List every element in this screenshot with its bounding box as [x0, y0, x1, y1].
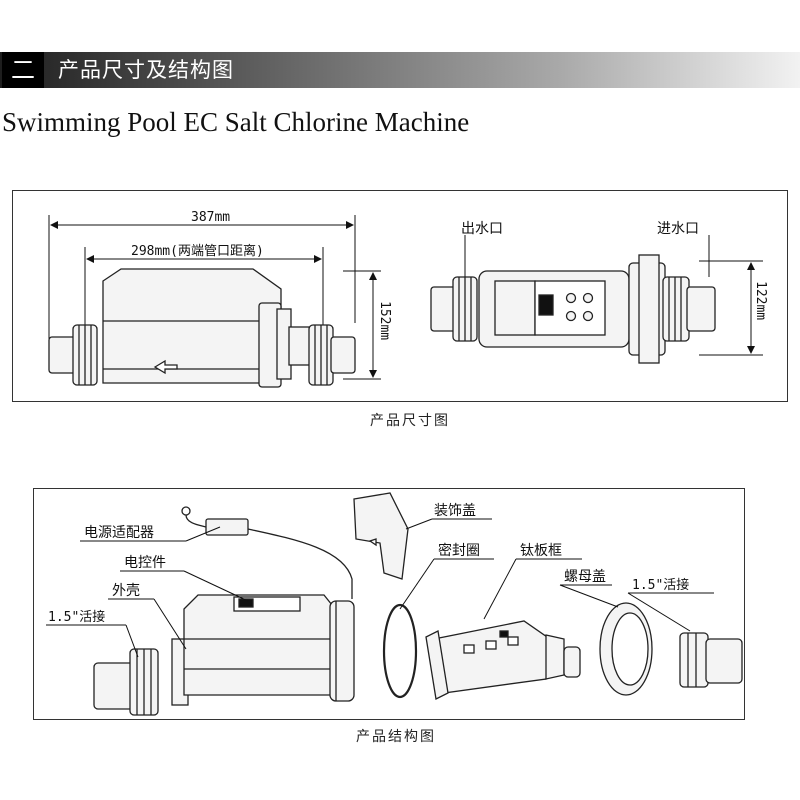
dimension-diagram-frame: 387mm 298mm(两端管口距离) 152mm — [12, 190, 788, 402]
inlet-label: 进水口 — [657, 221, 699, 237]
length-pipe-label: 298mm(两端管口距离) — [131, 243, 264, 259]
union-right-part — [679, 632, 743, 688]
structure-drawing: 电源适配器 电控件 外壳 1.5"活接 装饰盖 密封圈 钛板框 螺母盖 1.5"… — [46, 492, 743, 716]
shell-label: 外壳 — [112, 582, 140, 599]
seal-label: 密封圈 — [438, 542, 480, 559]
width-label: 122mm — [753, 281, 768, 320]
side-view-device — [48, 268, 356, 388]
adapter-label: 电源适配器 — [84, 525, 154, 541]
section-banner: 二 产品尺寸及结构图 — [0, 52, 800, 88]
section-title: 产品尺寸及结构图 — [58, 58, 234, 82]
nut-cap-label: 螺母盖 — [564, 569, 606, 585]
union-right-label: 1.5"活接 — [632, 577, 689, 593]
outlet-label: 出水口 — [461, 221, 503, 237]
height-label: 152mm — [377, 301, 392, 340]
dim-line-298 — [84, 247, 324, 331]
control-label: 电控件 — [124, 555, 166, 571]
main-body-part — [93, 594, 355, 716]
cover-part — [353, 492, 409, 580]
adapter-part — [181, 506, 353, 599]
cover-label: 装饰盖 — [434, 503, 476, 519]
dimension-drawing: 387mm 298mm(两端管口距离) 152mm — [48, 210, 768, 388]
union-left-label: 1.5"活接 — [48, 609, 105, 625]
top-view-device — [430, 254, 716, 364]
section-number: 二 — [2, 52, 44, 88]
titanium-frame-label: 钛板框 — [520, 543, 562, 559]
titanium-frame-part — [425, 620, 581, 700]
dim-line-387 — [48, 215, 356, 341]
seal-part — [382, 603, 418, 699]
nut-cap-part — [599, 602, 653, 696]
product-name: Swimming Pool EC Salt Chlorine Machine — [2, 107, 470, 137]
dim-line-152 — [343, 270, 381, 380]
length-total-label: 387mm — [191, 210, 230, 225]
structure-caption: 产品结构图 — [356, 729, 436, 745]
structure-diagram-frame: 电源适配器 电控件 外壳 1.5"活接 装饰盖 密封圈 钛板框 螺母盖 1.5"… — [33, 488, 745, 720]
dimension-caption: 产品尺寸图 — [370, 413, 450, 429]
